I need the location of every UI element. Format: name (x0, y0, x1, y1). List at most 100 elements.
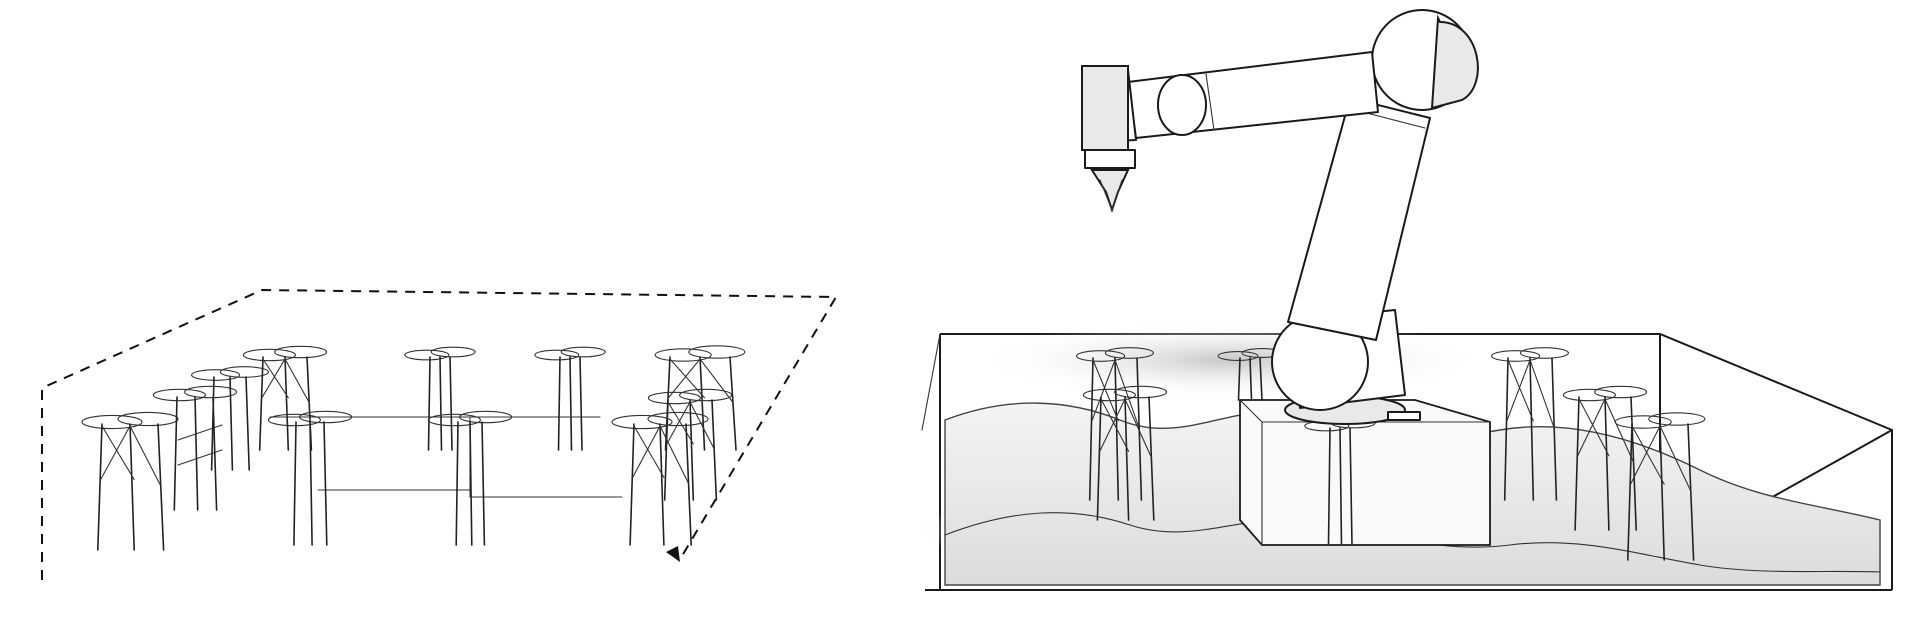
tripod-leg (455, 421, 459, 546)
tripod-leg (1659, 423, 1665, 561)
tripod-icon (427, 410, 513, 546)
tripod-disc (430, 346, 476, 358)
tripod-group-right (1076, 347, 1706, 561)
tripod-disc (191, 369, 241, 381)
tripod-leg (210, 376, 215, 471)
tripod-leg (129, 423, 135, 551)
tripod-disc (1648, 412, 1706, 426)
tripod-disc (117, 411, 179, 427)
tripod-brace (261, 358, 286, 399)
tripod-disc (404, 349, 450, 361)
tripod-leg (1096, 396, 1102, 521)
tripod-leg (729, 356, 737, 451)
tripod-disc (459, 410, 513, 424)
tripod-leg (685, 423, 693, 546)
tripod-disc (184, 385, 238, 399)
tripod-brace (1099, 398, 1126, 452)
tripod-icon (611, 411, 709, 546)
tripod-icon (81, 411, 179, 551)
tripod-brace (699, 358, 734, 404)
tripod-leg (557, 356, 561, 451)
tripod-brace (689, 401, 715, 450)
tripod-disc (299, 410, 353, 424)
print-nozzle-lines (1099, 179, 1123, 212)
tripod-disc (1519, 347, 1569, 359)
tripod-brace (1604, 398, 1635, 464)
left-panel (41, 288, 838, 580)
tripod-brace (633, 425, 665, 478)
tripod-leg (284, 356, 290, 451)
tripod-icon (654, 345, 746, 451)
tripod-disc (1076, 350, 1126, 362)
tripod-leg (579, 356, 583, 451)
tripod-leg (1088, 357, 1094, 501)
tripod-icon (152, 385, 238, 511)
tripod-leg (157, 423, 165, 551)
tripod-disc (81, 414, 143, 430)
tripod-brace (100, 425, 131, 481)
robot-connector (1387, 411, 1421, 421)
tripod-icon (1076, 347, 1154, 501)
tripod-leg (569, 356, 573, 451)
tripod-disc (647, 411, 709, 427)
tripod-leg (1339, 427, 1343, 546)
tripod-disc (267, 413, 321, 427)
tripod-disc (1594, 385, 1648, 399)
tripod-brace (667, 358, 701, 399)
tripod-brace (1659, 425, 1692, 492)
tripod-brace (262, 358, 289, 399)
tripod-brace (1630, 425, 1661, 485)
ground-connector-lines (177, 416, 623, 498)
dashed-volume-outline (41, 288, 838, 580)
tripod-leg (1574, 396, 1580, 531)
tripod-disc (654, 348, 712, 362)
tripod-leg (449, 356, 453, 451)
tripod-disc (1104, 347, 1154, 359)
tripod-brace (632, 425, 661, 478)
robot-wrist-joint (1157, 74, 1207, 136)
tripod-brace (666, 401, 691, 445)
tripod-disc (219, 366, 269, 378)
tripod-leg (1687, 423, 1695, 561)
tripod-brace (1124, 398, 1152, 459)
tripod-leg (194, 396, 199, 511)
tripod-leg (439, 356, 443, 451)
tripod-brace (659, 425, 690, 485)
tripod-brace (129, 425, 162, 487)
tripod-leg (1503, 357, 1509, 501)
tripod-disc (1562, 388, 1616, 402)
tripod-disc (560, 346, 606, 358)
tripod-leg (245, 376, 250, 471)
tripod-disc (1491, 350, 1541, 362)
tripod-icon (267, 410, 353, 546)
tripod-leg (1136, 357, 1143, 501)
tripod-leg (1124, 396, 1130, 521)
tripod-brace (1529, 359, 1555, 429)
tripod-disc (427, 413, 481, 427)
tripod-icon (534, 346, 606, 451)
tripod-leg (689, 399, 695, 501)
tripod-group (81, 345, 746, 551)
tripod-leg (1327, 427, 1331, 546)
tripod-brace (1506, 359, 1531, 422)
tripod-leg (659, 423, 665, 546)
tripod-leg (711, 399, 718, 501)
tripod-leg (663, 399, 669, 501)
tripod-leg (1237, 357, 1241, 401)
tripod-disc (152, 388, 206, 402)
tripod-brace (667, 401, 694, 445)
robot-arm-icon (1081, 9, 1479, 425)
tripod-leg (1249, 357, 1253, 401)
tripod-leg (481, 421, 486, 546)
tripod-brace (284, 358, 310, 404)
tripod-leg (229, 376, 234, 471)
tripod-leg (629, 423, 635, 546)
tripod-leg (309, 421, 313, 546)
tripod-disc (679, 388, 733, 402)
tripod-brace (1577, 398, 1606, 457)
tray-back-edge (921, 333, 941, 431)
tripod-icon (1082, 385, 1168, 521)
robot-tool-head (1081, 65, 1129, 151)
robot-forearm-band (1205, 73, 1215, 131)
